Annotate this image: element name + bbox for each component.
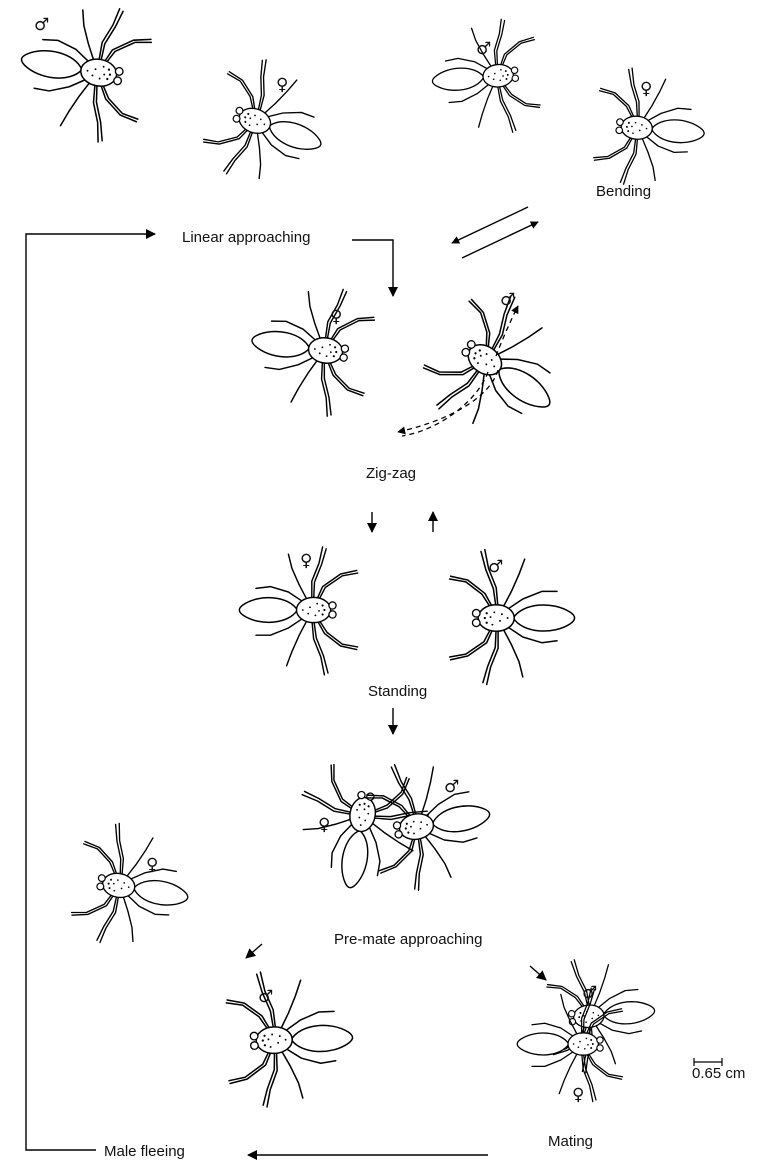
arrow-from-bending: [462, 222, 538, 258]
female-symbol: ♀: [572, 1085, 584, 1105]
spider-female-zigzag: [243, 278, 378, 421]
male-symbol: ♂: [500, 290, 515, 310]
arrow-premate-to-fleeing: [246, 944, 262, 958]
spider-female-mating: [517, 988, 622, 1102]
spider-female-linear: [195, 49, 341, 201]
spider-male-bending: [428, 17, 543, 139]
scale-bar-label: 0.65 cm: [692, 1065, 745, 1082]
spider-male-premate: [362, 750, 501, 896]
arrow-loop-fleeing-to-linear: [26, 234, 155, 1150]
male-symbol: ♂: [488, 557, 503, 577]
arrow-premate-to-mating: [530, 966, 546, 980]
spider-male-standing: [450, 550, 575, 685]
female-symbol: ♀: [318, 815, 330, 835]
female-symbol: ♀: [146, 855, 158, 875]
spider-male-fleeing: [225, 969, 355, 1108]
stage-label-fleeing: Male fleeing: [104, 1143, 185, 1160]
stage-label-linear: Linear approaching: [182, 229, 310, 246]
spider-female-fleeing: [67, 818, 198, 956]
spider-male-zigzag: [409, 277, 589, 459]
stage-label-premate: Pre-mate approaching: [334, 931, 482, 948]
female-symbol: ♀: [640, 79, 652, 99]
male-symbol: ♂: [258, 987, 273, 1007]
stage-label-zigzag: Zig-zag: [366, 465, 416, 482]
spider-male-mating: [545, 953, 660, 1075]
arrow-to-bending: [452, 207, 528, 243]
spider-male-linear: [10, 0, 156, 148]
male-symbol: ♂: [582, 983, 597, 1003]
stage-label-mating: Mating: [548, 1133, 593, 1150]
spider-female-standing: [239, 547, 357, 675]
female-symbol: ♀: [300, 551, 312, 571]
stage-label-standing: Standing: [368, 683, 427, 700]
male-symbol: ♂: [444, 777, 459, 797]
female-symbol: ♀: [330, 307, 342, 327]
female-symbol: ♀: [276, 75, 288, 95]
arrow-linear-to-zigzag: [352, 240, 393, 296]
male-symbol: ♂: [34, 15, 49, 35]
male-symbol: ♂: [476, 39, 491, 59]
stage-label-bending: Bending: [596, 183, 651, 200]
